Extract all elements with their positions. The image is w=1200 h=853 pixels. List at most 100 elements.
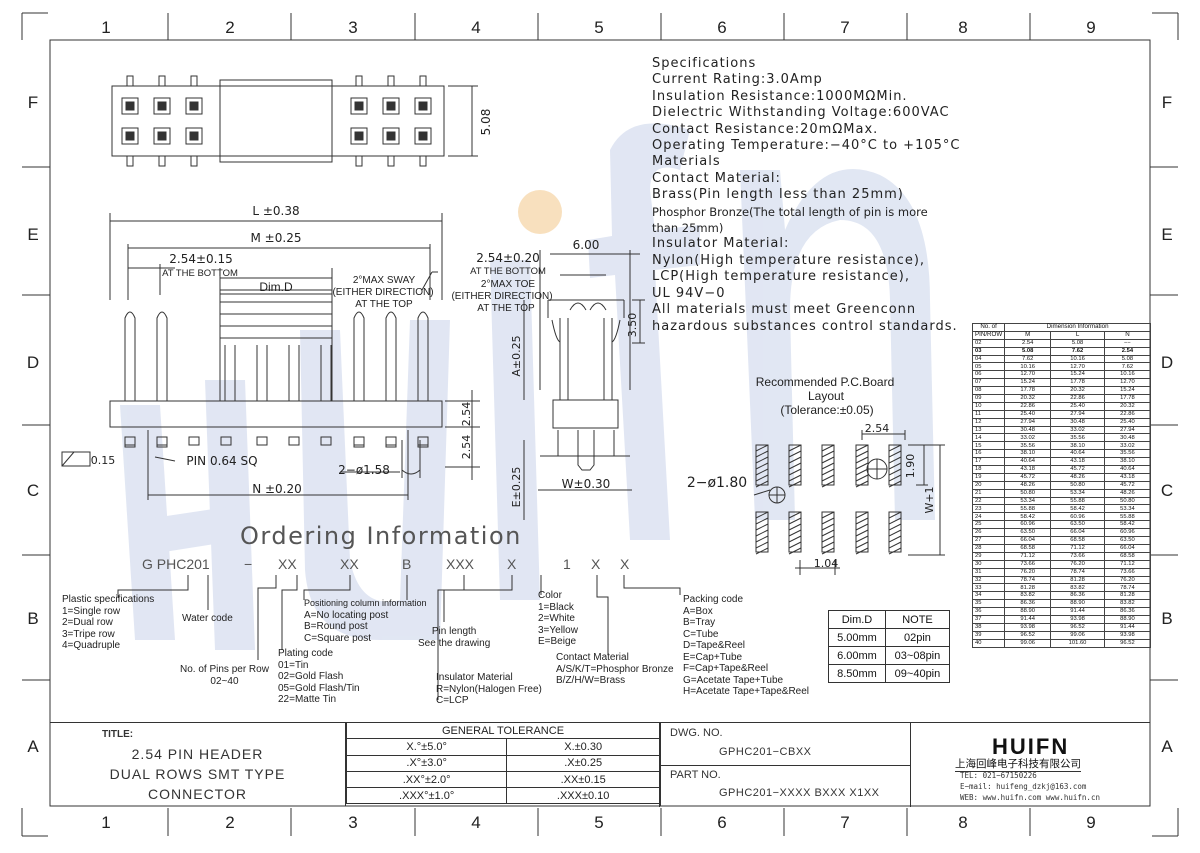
row-label: A [1161, 737, 1173, 756]
ordering-water: Water code [182, 613, 233, 624]
col-label: 1 [101, 18, 110, 37]
top-view [111, 75, 478, 167]
spec-line: Contact Resistance:20mΩMax. [652, 121, 879, 137]
dim-cell: 55.88 [1004, 504, 1052, 514]
dim-cell: 13 [971, 425, 1006, 435]
side-pitch: 2.54±0.20 [476, 251, 540, 265]
spec-line: Brass(Pin length less than 25mm) [652, 187, 904, 203]
dim-h1: 2.54 [460, 402, 473, 427]
pin-foot [220, 436, 232, 446]
dim-n: N ±0.20 [252, 482, 302, 496]
pcb-title-3: (Tolerance:±0.05) [780, 403, 873, 417]
dim-cell: 88.90 [1050, 599, 1105, 609]
packing-line: D=Tape&Reel [683, 640, 745, 651]
dim-cell: 24 [971, 512, 1006, 522]
pin-square [153, 97, 171, 115]
ordering-packing: Packing code A=Box B=Tray C=Tube D=Tape&… [683, 594, 809, 698]
dim-cell: 03 [971, 346, 1006, 356]
insulator-line: R=Nylon(Halogen Free) [436, 683, 542, 695]
spec-line: Phosphor Bronze(The total length of pin … [652, 204, 928, 219]
dim-cell: 71.12 [1050, 543, 1105, 553]
general-tolerance: GENERAL TOLERANCE X.°±5.0° X.±0.30 .X°±3… [345, 721, 661, 806]
dim-cell: 23 [971, 504, 1006, 514]
dim-m: M ±0.25 [251, 231, 302, 245]
ordering-insulator: Insulator Material R=Nylon(Halogen Free)… [436, 672, 542, 707]
dim-cell: 14 [971, 433, 1006, 443]
dim-cell: 76.20 [1103, 575, 1152, 585]
part-label: PART NO. [670, 769, 721, 781]
dim-cell: 33.02 [1103, 441, 1152, 451]
dim-cell: 93.98 [1050, 614, 1105, 624]
pcb-holes: 2−ø1.80 [687, 475, 747, 491]
dim-cell: 25.40 [1103, 417, 1152, 427]
dim-cell: 40.64 [1050, 449, 1105, 459]
dim-cell: 76.20 [1004, 567, 1052, 577]
pin-square [414, 97, 432, 115]
dim-cell: 88.90 [1004, 607, 1052, 616]
dim-cell: 09 [971, 394, 1006, 403]
col-label: 2 [225, 813, 234, 832]
dim-cell: 25.40 [1050, 401, 1105, 411]
dim-cell: 30.48 [1103, 433, 1152, 443]
pin-foot [288, 436, 300, 446]
plastic-line: 3=Tripe row [62, 628, 115, 640]
dim-cell: 40.64 [1004, 457, 1052, 467]
dim-cell: 66.04 [1103, 543, 1152, 553]
dim-cell: 81.28 [1103, 591, 1152, 601]
tolerance-cell: .X±0.25 [506, 754, 660, 772]
row-label: D [1161, 353, 1173, 372]
dim-cell: 68.58 [1050, 536, 1105, 545]
pcb-pad [855, 511, 869, 555]
dim-cell: 96.52 [1004, 630, 1052, 640]
dim-cell: 45.72 [1050, 465, 1105, 474]
spec-line: Insulator Material: [652, 236, 790, 252]
dim-cell: 2.54 [1103, 346, 1152, 356]
ordering-pinlength: Pin length See the drawing [418, 626, 490, 649]
pin-square [185, 127, 203, 145]
divider [659, 765, 910, 766]
dim-cell: 05 [971, 362, 1006, 372]
table-row: X.°±5.0° X.±0.30 [345, 738, 660, 756]
dim-cell: 17.78 [1004, 386, 1052, 396]
title-label: TITLE: [102, 729, 134, 740]
pin-foot [188, 436, 200, 446]
tolerance-cell: .XXX±0.10 [506, 787, 660, 805]
pcb-title-2: Layout [808, 389, 845, 403]
col-label: 4 [471, 813, 480, 832]
contact-line: Contact Material [556, 652, 629, 663]
pin-foot [320, 436, 332, 446]
toe-note-2: (EITHER DIRECTION) [451, 291, 552, 302]
dim-cell: 58.42 [1050, 504, 1105, 514]
dimd-cell: 03~08pin [884, 646, 951, 665]
spec-line: LCP(High temperature resistance), [652, 269, 910, 285]
color-line: E=Beige [538, 636, 577, 647]
positioning-line: Positioning column information [304, 598, 427, 608]
dim-cell: 81.28 [1050, 575, 1105, 585]
code-part: X [620, 556, 630, 572]
dim-cell: 15 [971, 441, 1006, 451]
pin-square [382, 97, 400, 115]
dim-cell: 30.48 [1004, 425, 1052, 435]
dim-cell: 7.62 [1050, 346, 1105, 356]
dim-cell: 27.94 [1004, 417, 1052, 427]
dimd-cell: 8.50mm [828, 664, 886, 683]
dim-cell: 91.44 [1103, 622, 1152, 632]
dim-cell: 5.08 [1103, 354, 1152, 364]
dim-cell: 53.34 [1103, 504, 1152, 514]
dim-cell: 55.88 [1050, 496, 1105, 506]
side-view-labels: 2.54±0.20 AT THE BOTTOM 2°MAX TOE (EITHE… [451, 238, 639, 507]
dim-cell: 76.20 [1050, 559, 1105, 569]
side-width-top: 6.00 [573, 238, 600, 252]
dim-cell: 22.86 [1004, 401, 1052, 411]
dim-cell: 40.64 [1103, 465, 1152, 474]
contact-line: B/Z/H/W=Brass [556, 675, 626, 686]
